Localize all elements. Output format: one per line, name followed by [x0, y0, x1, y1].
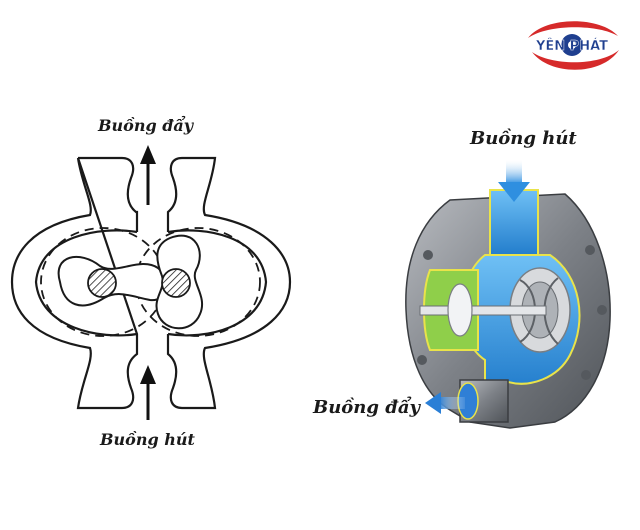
centrifugal-pump-cutaway [405, 160, 611, 429]
flange-bolt [597, 305, 607, 315]
flange-bolt [581, 370, 591, 380]
logo-eye-pupil [568, 41, 576, 49]
flange-bolt [423, 250, 433, 260]
suction-arrow-icon [140, 365, 156, 420]
left-discharge-label: Buồng đẩy [98, 116, 194, 135]
mechanical-seal [447, 283, 473, 337]
pump-chamber [34, 229, 268, 337]
logo-swoosh-top [528, 21, 618, 38]
logo-text: YÊN PHÁT [535, 38, 608, 54]
lobe-pump-schematic [10, 145, 292, 420]
discharge-arrow-icon [140, 145, 156, 205]
pump-shaft [419, 305, 547, 316]
outflow-arrow-icon [425, 392, 465, 414]
flange-bolt [585, 245, 595, 255]
pump-housing-outline [10, 156, 292, 410]
right-suction-label: Buồng hút [470, 128, 577, 149]
brand-logo: YÊN PHÁT [528, 21, 619, 70]
logo-swoosh-bottom [532, 50, 619, 70]
shaft-right [161, 268, 191, 298]
right-discharge-label: Buồng đẩy [313, 397, 420, 418]
shaft-left [87, 268, 117, 298]
flange-bolt [417, 355, 427, 365]
left-suction-label: Buồng hút [100, 430, 195, 449]
inflow-arrow-icon [498, 160, 530, 202]
